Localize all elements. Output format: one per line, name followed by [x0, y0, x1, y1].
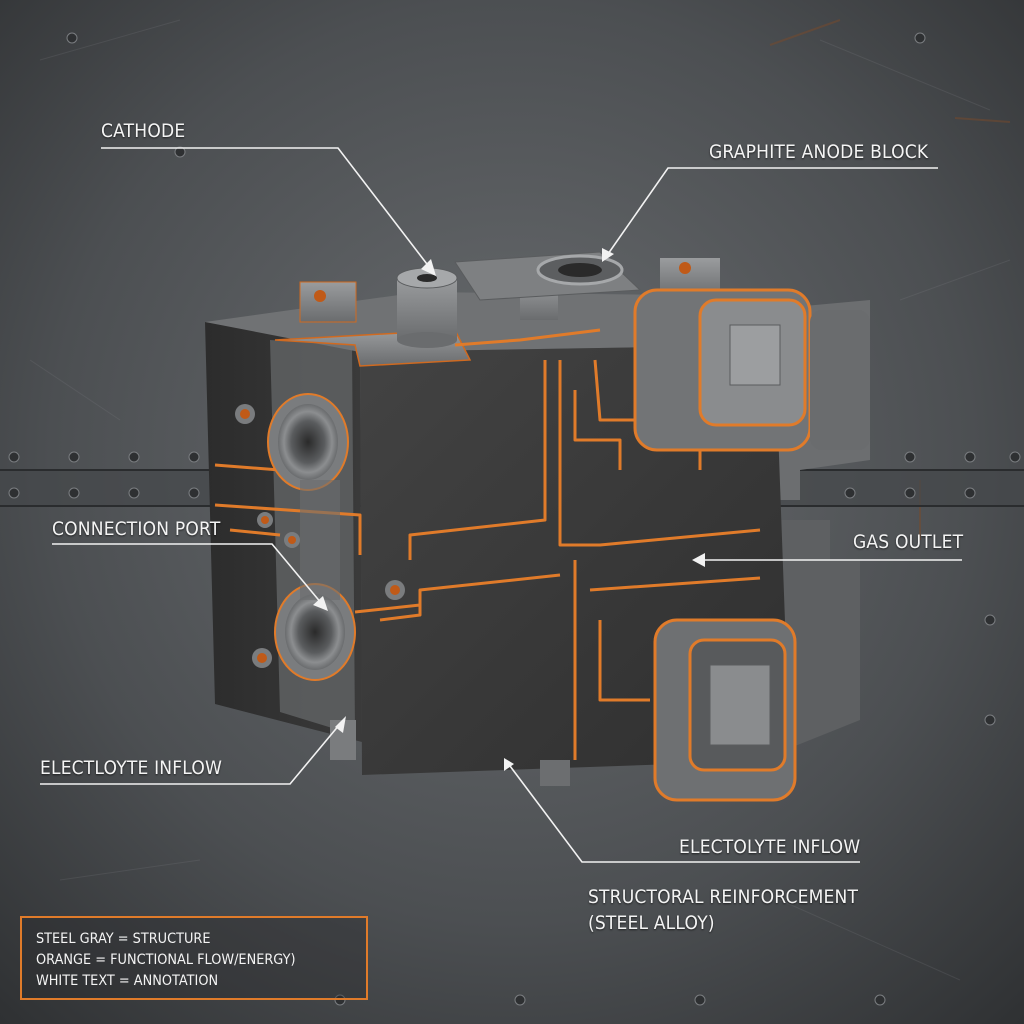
- legend-white-text: WHITE TEXT = ANNOTATION: [36, 973, 219, 989]
- legend-steel-gray: STEEL GRAY = STRUCTURE: [36, 931, 211, 947]
- label-electlyte-inflow-left: ELECTLOYTE INFLOW: [40, 757, 223, 779]
- label-connection-port: CONNECTION PORT: [52, 518, 221, 540]
- label-structural-reinforcement: STRUCTORAL REINFORCEMENT (STEEL ALLOY): [588, 884, 858, 936]
- leg-front-center: [540, 760, 570, 786]
- connection-port-upper: [267, 393, 349, 491]
- lower-right-housing: [653, 618, 797, 802]
- cathode-cylinder: [396, 267, 458, 348]
- leader-connection-port: [52, 543, 323, 605]
- top-post-left: [299, 281, 357, 323]
- label-cathode: CATHODE: [101, 120, 186, 142]
- leader-electlyte-inflow: [40, 723, 341, 785]
- leader-graphite-anode: [607, 167, 938, 255]
- port-bridge: [300, 480, 340, 600]
- label-graphite-anode-block: GRAPHITE ANODE BLOCK: [709, 141, 929, 163]
- label-structural-line2: (STEEL ALLOY): [588, 912, 715, 934]
- callout-leaders: [40, 147, 962, 863]
- bolt-holes: [235, 262, 691, 668]
- backplate-scratches: [29, 19, 1011, 981]
- label-structural-line1: STRUCTORAL REINFORCEMENT: [588, 886, 859, 908]
- orange-flow-channels: [214, 328, 761, 760]
- callout-arrowheads: [313, 248, 705, 771]
- leader-cathode: [101, 147, 431, 269]
- rivets: [8, 32, 1021, 1006]
- electrolyzer-block: [205, 251, 870, 802]
- connection-port-lower: [274, 583, 356, 681]
- leader-electrolyte-inflow: [509, 765, 860, 863]
- upper-right-housing: [633, 288, 870, 452]
- anode-top-port: [454, 251, 642, 301]
- legend-orange: ORANGE = FUNCTIONAL FLOW/ENERGY): [36, 952, 296, 968]
- label-electrolyte-inflow-right: ELECTOLYTE INFLOW: [679, 836, 861, 858]
- label-gas-outlet: GAS OUTLET: [853, 531, 964, 553]
- color-legend: STEEL GRAY = STRUCTURE ORANGE = FUNCTION…: [20, 916, 368, 1000]
